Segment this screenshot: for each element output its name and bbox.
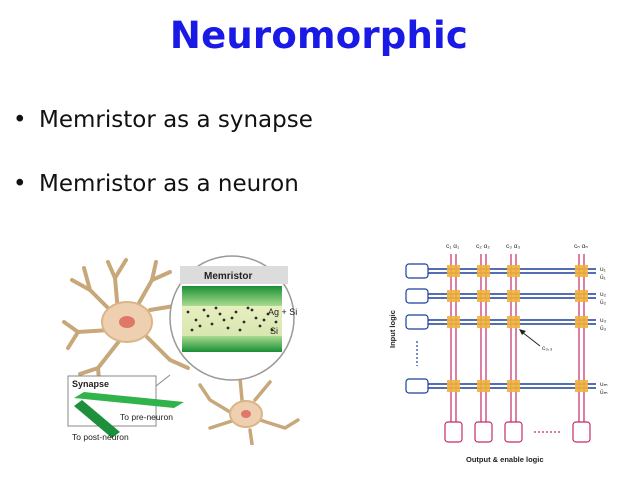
row-label-um: uₘ — [600, 381, 608, 388]
memristor-label: Memristor — [204, 271, 252, 282]
bullet-text: Memristor as a synapse — [39, 107, 313, 133]
memristor-switching-layer — [182, 306, 282, 336]
memristor-box — [180, 266, 288, 284]
bullet-memristor-synapse: • Memristor as a synapse — [13, 107, 313, 133]
crossbar-array-figure: c₁ α₁ c₂ α₂ c₃ α₃ cₙ αₙ Input logic — [388, 243, 608, 464]
column-lines — [450, 254, 585, 422]
second-neuron-nucleus — [241, 410, 251, 418]
cell-label: c₃,₃ — [542, 345, 553, 352]
input-logic-label: Input logic — [388, 310, 397, 348]
row-label-u3: u₃ — [600, 317, 607, 324]
row-label-um-bar: ūₘ — [600, 389, 608, 396]
second-neuron-dendrites — [198, 376, 300, 445]
bullet-dot: • — [13, 107, 27, 133]
si-label: Si — [270, 326, 278, 336]
column-label-2: c₂ α₂ — [476, 243, 490, 250]
slide-title: Neuromorphic — [169, 14, 469, 57]
memristor-top-electrode — [182, 286, 282, 306]
column-label-3: c₃ α₃ — [506, 243, 520, 250]
pre-neuron-label: To pre-neuron — [120, 412, 173, 422]
input-logic-boxes — [405, 263, 429, 394]
bullet-memristor-neuron: • Memristor as a neuron — [13, 171, 299, 197]
row-label-u1-bar: ū₁ — [600, 274, 607, 281]
memristor-junctions — [447, 265, 588, 392]
cell-arrow — [521, 331, 541, 347]
zoom-line — [155, 374, 171, 387]
output-logic-label: Output & enable logic — [466, 455, 544, 464]
ag-si-label: Ag + Si — [268, 307, 297, 317]
memristor-particles — [186, 306, 278, 332]
neuron-dendrites — [62, 258, 190, 392]
post-neuron-label: To post-neuron — [72, 432, 129, 442]
column-label-1: c₁ α₁ — [446, 243, 460, 250]
row-label-u3-bar: ū₃ — [600, 325, 607, 332]
post-neuron-bar — [74, 400, 120, 438]
synapse-label: Synapse — [72, 379, 109, 389]
row-lines — [420, 268, 596, 389]
memristor-bottom-electrode — [182, 336, 282, 352]
column-label-n: cₙ αₙ — [574, 243, 588, 250]
row-label-u2: u₂ — [600, 291, 607, 298]
memristor-synapse-figure: Memristor Ag + Si Si Synapse To pre-neur… — [62, 255, 300, 445]
neuron-nucleus — [119, 316, 135, 328]
cell-arrowhead — [519, 329, 526, 335]
bullet-dot: • — [13, 171, 27, 197]
bullet-text: Memristor as a neuron — [39, 171, 299, 197]
row-label-u1: u₁ — [600, 266, 607, 273]
pre-neuron-bar — [74, 392, 184, 408]
row-label-u2-bar: ū₂ — [600, 299, 607, 306]
output-logic-boxes — [444, 421, 591, 443]
